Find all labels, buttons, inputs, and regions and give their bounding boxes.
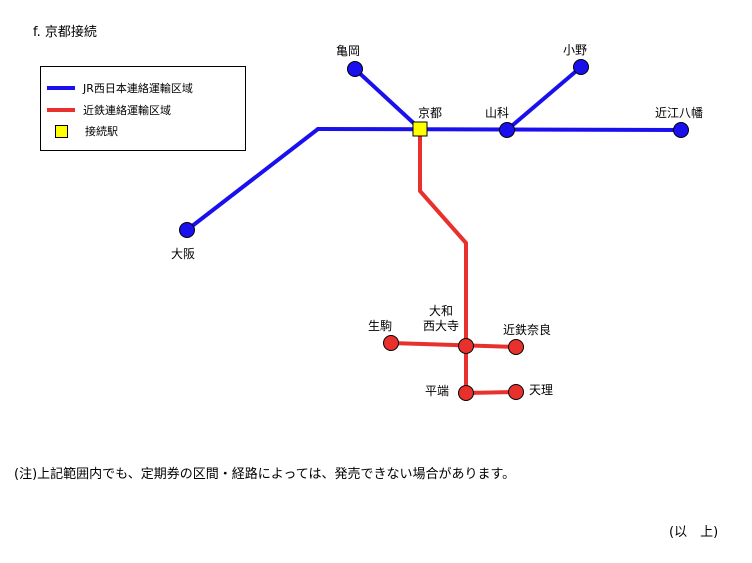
legend-kintetsu-label: 近鉄連絡運輸区域 — [83, 104, 171, 117]
label-yamato-saidaiji-1: 大和 — [429, 304, 454, 318]
station-dot-yamashina — [499, 122, 515, 138]
legend-station: 接続駅 — [47, 124, 118, 138]
station-dot-omihachiman — [673, 122, 689, 138]
legend-kintetsu-swatch — [47, 108, 75, 112]
jr-line-ono — [505, 65, 583, 132]
jr-line-kameoka — [353, 67, 422, 131]
legend-kintetsu: 近鉄連絡運輸区域 — [47, 103, 171, 117]
label-ono: 小野 — [563, 43, 588, 57]
legend-jr: JR西日本連絡運輸区域 — [47, 81, 193, 95]
legend: JR西日本連絡運輸区域 近鉄連絡運輸区域 接続駅 — [40, 66, 246, 151]
station-dot-ikoma — [383, 335, 399, 351]
label-omihachiman: 近江八幡 — [655, 106, 704, 120]
kintetsu-line-tenri — [464, 390, 518, 395]
label-yamashina: 山科 — [485, 106, 510, 120]
label-kintetsu-nara: 近鉄奈良 — [503, 323, 552, 337]
legend-station-swatch — [55, 124, 68, 138]
label-ikoma: 生駒 — [368, 319, 393, 333]
station-dot-ono — [573, 59, 589, 75]
label-hirahata: 平端 — [425, 384, 450, 398]
station-dot-kameoka — [347, 61, 363, 77]
legend-jr-label: JR西日本連絡運輸区域 — [83, 82, 193, 95]
station-dot-osaka — [179, 222, 195, 238]
jr-line-osaka-junction — [185, 127, 320, 232]
kintetsu-line-kyoto — [418, 128, 468, 348]
footnote: (注)上記範囲内でも、定期券の区間・経路によっては、発売できない場合があります。 — [14, 467, 516, 482]
label-tenri: 天理 — [529, 383, 554, 397]
kintetsu-line-ikoma-nara — [389, 341, 518, 349]
legend-jr-swatch — [47, 86, 75, 90]
legend-station-label: 接続駅 — [85, 125, 118, 138]
label-kameoka: 亀岡 — [336, 44, 361, 58]
label-kyoto: 京都 — [418, 106, 443, 120]
station-dot-hirahata — [458, 385, 474, 401]
label-yamato-saidaiji-2: 西大寺 — [423, 319, 460, 333]
label-osaka: 大阪 — [171, 247, 196, 261]
connecting-station-kyoto — [412, 121, 428, 137]
station-dot-tenri — [508, 384, 524, 400]
station-dot-kintetsu-nara — [508, 339, 524, 355]
station-dot-yamato-saidaiji — [458, 338, 474, 354]
diagram-heading: f. 京都接続 — [33, 25, 97, 40]
closing-mark: (以 上) — [669, 525, 719, 540]
